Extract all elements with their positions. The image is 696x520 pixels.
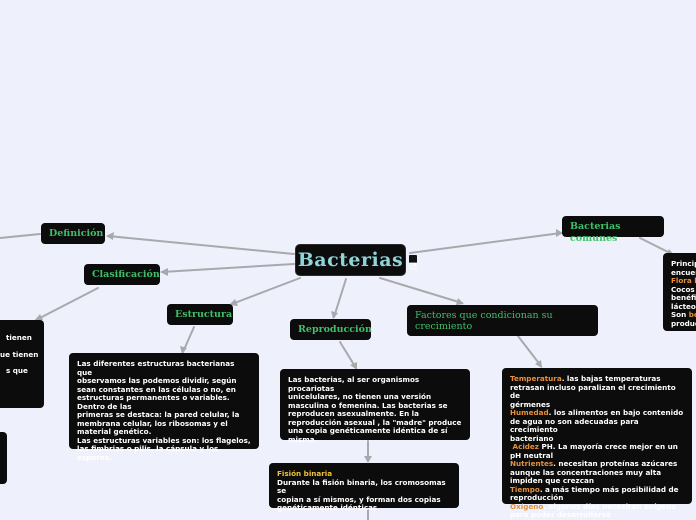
external-link-glyph [409,262,417,270]
estructura-line: Las estructuras variables son: los flage… [77,435,251,445]
fision-line: genéticamente idénticas [277,503,378,512]
factor-line: gérmenes [510,399,551,409]
comunes-line: Son [671,310,689,319]
factor-line: de agua no son adecuadas para crecimient… [510,416,639,434]
topic-clasificacion[interactable]: Clasificación [84,264,160,285]
estructura-line: observamos las podemos dividir, según [77,376,237,385]
connector-definicion-left [0,233,41,239]
factor-acidez-text: PH. La mayoría crece mejor en un [539,442,678,451]
clasificacion-line-2: ue tienen [0,349,39,359]
factor-line: impiden que crezcan [510,476,594,485]
connector-comunes [409,232,562,254]
estructura-line: membrana celular, los ribosomas y el [77,418,228,428]
comunes-line: produc [671,318,696,328]
topic-factores-label: Factores que condicionan su crecimiento [415,310,553,332]
factor-line: aunque las concentraciones muy alta [510,467,662,477]
clasificacion-detail-node[interactable]: tienen ue tienen s que [0,320,44,408]
comunes-line: lácteo [671,301,696,311]
estructura-line: las fimbrias o pilis, la cápsula y los e… [77,444,219,462]
comunes-line: benéfi [671,293,696,302]
connector-factores [379,277,463,304]
estructura-detail-node[interactable]: Las diferentes estructuras bacterianas q… [69,353,259,461]
reproduccion-line: reproducción asexual , la "madre" produc… [288,417,462,427]
factor-line: bacteriano [510,433,554,443]
connector-estructura [231,277,301,305]
comunes-key: be [688,310,696,319]
comunes-line: Cocos [671,284,695,294]
factor-temperatura-key: Temperatura [510,374,562,383]
factor-tiempo-text: . a más tiempo más posibilidad de [539,484,679,494]
factor-humedad-key: Humedad [510,408,549,417]
topic-definicion[interactable]: Definición [41,223,105,244]
factor-line: reproducción [510,493,564,502]
external-link-icon[interactable] [409,255,417,270]
partial-node-left[interactable] [0,432,7,484]
estructura-line: material genético. [77,427,152,436]
factor-line: para poder desarrollarse [510,510,611,519]
topic-estructura-label: Estructura [175,309,233,320]
factores-detail-node[interactable]: Temperatura. las bajas temperaturas retr… [502,368,692,519]
comunes-line: Princip [671,259,696,268]
factor-temperatura-text: . las bajas temperaturas [561,374,661,383]
comunes-detail-node[interactable]: Princip encuen Flora l Cocos benéfi láct… [663,253,696,331]
topic-factores[interactable]: Factores que condicionan su crecimiento [407,305,598,336]
comunes-flora-key: Flora l [671,276,696,285]
clasificacion-line-3: s que [6,366,28,375]
estructura-line: Las diferentes estructuras bacterianas q… [77,359,235,377]
connector-reproduccion [333,278,347,318]
factor-oxigeno-key: Oxígeno [510,501,544,511]
reproduccion-line: una copia genéticamente idéntica de sí [288,426,448,435]
estructura-line: primeras se destaca: la pared celular, l… [77,410,240,419]
topic-definicion-label: Definición [49,228,104,239]
connector-clasificacion [161,263,295,273]
fision-line: copian a sí mismos, y forman dos copias [277,494,441,504]
connector-clasificacion-child [35,287,99,321]
topic-bacterias-comunes[interactable]: Bacterias comunes [562,216,664,244]
factor-nutrientes-text: . necesitan proteínas azúcares [553,459,678,468]
factor-nutrientes-key: Nutrientes [510,459,554,468]
clasificacion-line-1: tienen [6,333,32,342]
topic-clasificacion-label: Clasificación [92,269,160,280]
comunes-line: encuen [671,267,696,277]
topic-reproduccion[interactable]: Reproducción [290,319,372,340]
factor-humedad-text: . los alimentos en bajo contenido [548,408,684,417]
connector-comunes-child [639,237,673,255]
factor-oxigeno-text: . algunos días necesitan oxígeno [543,501,677,511]
estructura-line: sean constantes en las células o no, en [77,384,236,394]
estructura-line: Dentro de las [77,401,132,411]
reproduccion-line: Las bacterias, al ser organismos procari… [288,375,420,393]
connector-definicion [107,235,295,255]
factor-line: retrasan incluso paralizan el crecimient… [510,382,676,400]
reproduccion-line: misma. [288,434,318,444]
central-topic-label: Bacterias [297,249,404,271]
reproduccion-line: masculina o femenina. Las bacterias se [288,400,448,410]
topic-reproduccion-label: Reproducción [298,324,372,335]
factor-line: pH neutral [510,450,554,460]
reproduccion-line: reproducen asexualmente. En la [288,409,419,418]
fision-line: Durante la fisión binaria, los cromosoma… [277,477,446,495]
fision-binaria-title: Fisión binaria [277,469,333,478]
factor-acidez-key: Acidez [510,442,540,451]
fision-binaria-node[interactable]: Fisión binaria Durante la fisión binaria… [269,463,459,512]
topic-bacterias-comunes-label: Bacterias comunes [570,221,621,244]
connector-factores-child [517,335,542,367]
reproduccion-detail-node[interactable]: Las bacterias, al ser organismos procari… [280,369,470,443]
estructura-line: estructuras permanentes o variables. [77,393,230,402]
topic-estructura[interactable]: Estructura [167,304,233,325]
central-topic-bacterias[interactable]: Bacterias [295,244,406,276]
factor-tiempo-key: Tiempo [510,484,540,494]
reproduccion-line: unicelulares, no tienen una versión [288,392,432,401]
